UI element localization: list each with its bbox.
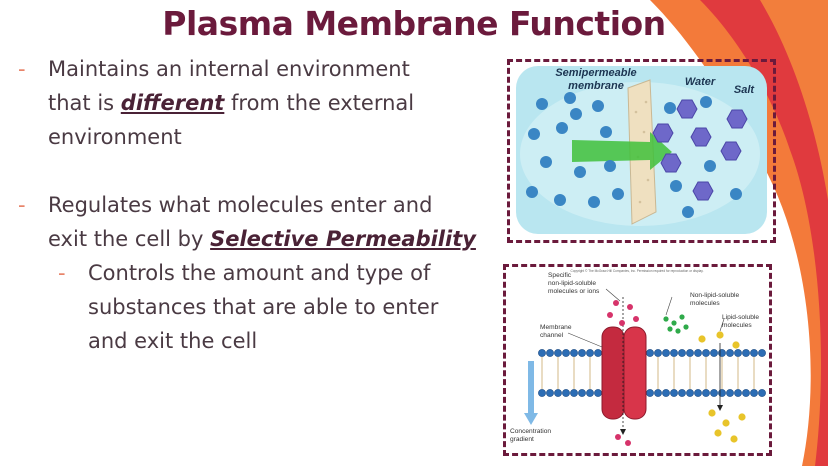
- bullet-line: that is different from the external: [48, 86, 498, 120]
- semipermeable-membrane-illustration: Semipermeable membrane Water Salt: [516, 66, 767, 234]
- bullet-line: Regulates what molecules enter and: [48, 193, 433, 217]
- label-channel-1: Membrane: [540, 324, 572, 331]
- label-specific-1: Specific: [548, 272, 572, 279]
- bullet-line: and exit the cell: [88, 329, 258, 353]
- bullet-line: Maintains an internal environment: [48, 57, 410, 81]
- emphasis-different: different: [120, 91, 225, 115]
- label-salt: Salt: [734, 84, 756, 96]
- dash-marker: -: [18, 193, 26, 217]
- text: from the external: [224, 91, 415, 115]
- bullet-line: Controls the amount and type of: [88, 261, 431, 285]
- label-non-lipid-2: molecules: [690, 300, 720, 307]
- label-non-lipid-1: Non-lipid-soluble: [690, 292, 739, 299]
- label-specific-2: non-lipid-soluble: [548, 280, 596, 287]
- label-membrane: membrane: [568, 80, 624, 92]
- label-gradient-1: Concentration: [510, 428, 551, 435]
- label-specific-3: molecules or ions: [548, 288, 600, 295]
- bullet-list: - Maintains an internal environment that…: [18, 52, 498, 358]
- label-semipermeable: Semipermeable: [555, 67, 636, 79]
- bilayer-top: [538, 349, 766, 357]
- label-lipid-1: Lipid-soluble: [722, 314, 759, 321]
- text: that is: [48, 91, 121, 115]
- label-water: Water: [685, 76, 716, 88]
- protein-channel: [601, 326, 647, 420]
- text: exit the cell by: [48, 227, 211, 251]
- slide-title: Plasma Membrane Function: [162, 4, 666, 43]
- bullet-internal-environment: - Maintains an internal environment that…: [18, 52, 498, 154]
- sub-bullet-controls: - Controls the amount and type of substa…: [18, 256, 498, 358]
- bullet-line: exit the cell by Selective Permeability: [48, 222, 498, 256]
- figure-membrane-channel-frame: Copyright © The McGraw-Hill Companies, I…: [503, 264, 772, 456]
- bullet-line: environment: [48, 125, 182, 149]
- copyright-note: Copyright © The McGraw-Hill Companies, I…: [571, 269, 704, 273]
- dash-marker: -: [18, 57, 26, 81]
- bullet-line: substances that are able to enter: [88, 295, 439, 319]
- figure-semipermeable-frame: Semipermeable membrane Water Salt: [507, 59, 776, 243]
- bilayer-bottom: [538, 389, 766, 397]
- dash-marker: -: [58, 261, 66, 285]
- emphasis-selective-permeability: Selective Permeability: [210, 227, 476, 251]
- label-gradient-2: gradient: [510, 436, 534, 443]
- membrane-channel-illustration: Copyright © The McGraw-Hill Companies, I…: [506, 267, 769, 453]
- label-channel-2: channel: [540, 332, 564, 339]
- bullet-regulates: - Regulates what molecules enter and exi…: [18, 188, 498, 256]
- label-lipid-2: molecules: [722, 322, 752, 329]
